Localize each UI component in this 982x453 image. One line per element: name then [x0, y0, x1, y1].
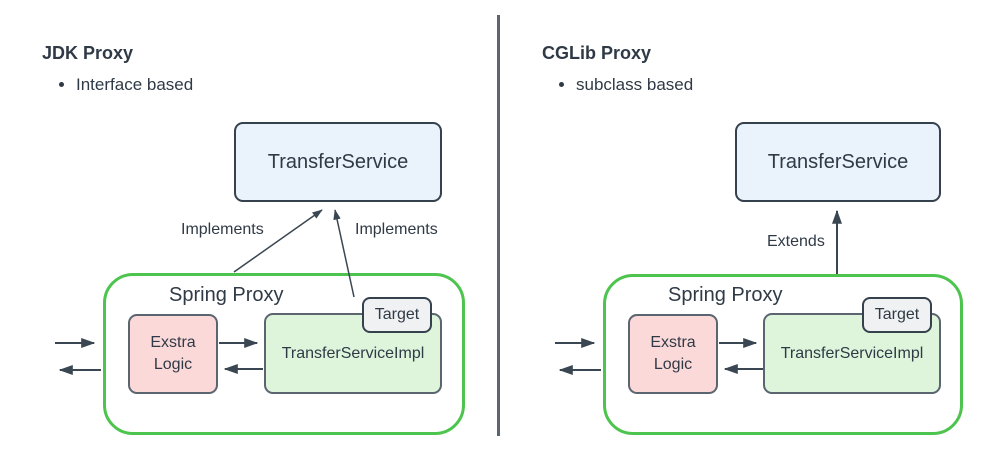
jdk-proxy-title: JDK Proxy — [42, 43, 134, 63]
cglib-transfer-service-box: TransferService — [735, 122, 941, 202]
cglib-spring-proxy-label: Spring Proxy — [668, 284, 783, 306]
jdk-implements-label-target: Implements — [355, 221, 438, 238]
cglib-target-box: Target — [862, 297, 932, 333]
jdk-proxy-bullets: Interface based — [59, 75, 193, 95]
cglib-proxy-bullet: subclass based — [576, 75, 693, 95]
cglib-extra-logic-box: Exstra Logic — [628, 314, 718, 394]
jdk-spring-proxy-label: Spring Proxy — [169, 284, 284, 306]
cglib-extends-label: Extends — [767, 233, 825, 250]
section-divider — [497, 15, 500, 436]
jdk-implements-arrow-proxy — [233, 209, 323, 273]
cglib-proxy-title: CGLib Proxy — [542, 43, 652, 63]
jdk-transfer-service-box: TransferService — [234, 122, 442, 202]
jdk-proxy-bullet: Interface based — [76, 75, 193, 95]
cglib-proxy-bullets: subclass based — [559, 75, 693, 95]
jdk-extra-logic-box: Exstra Logic — [128, 314, 218, 394]
jdk-implements-label-proxy: Implements — [181, 221, 264, 238]
jdk-target-box: Target — [362, 297, 432, 333]
